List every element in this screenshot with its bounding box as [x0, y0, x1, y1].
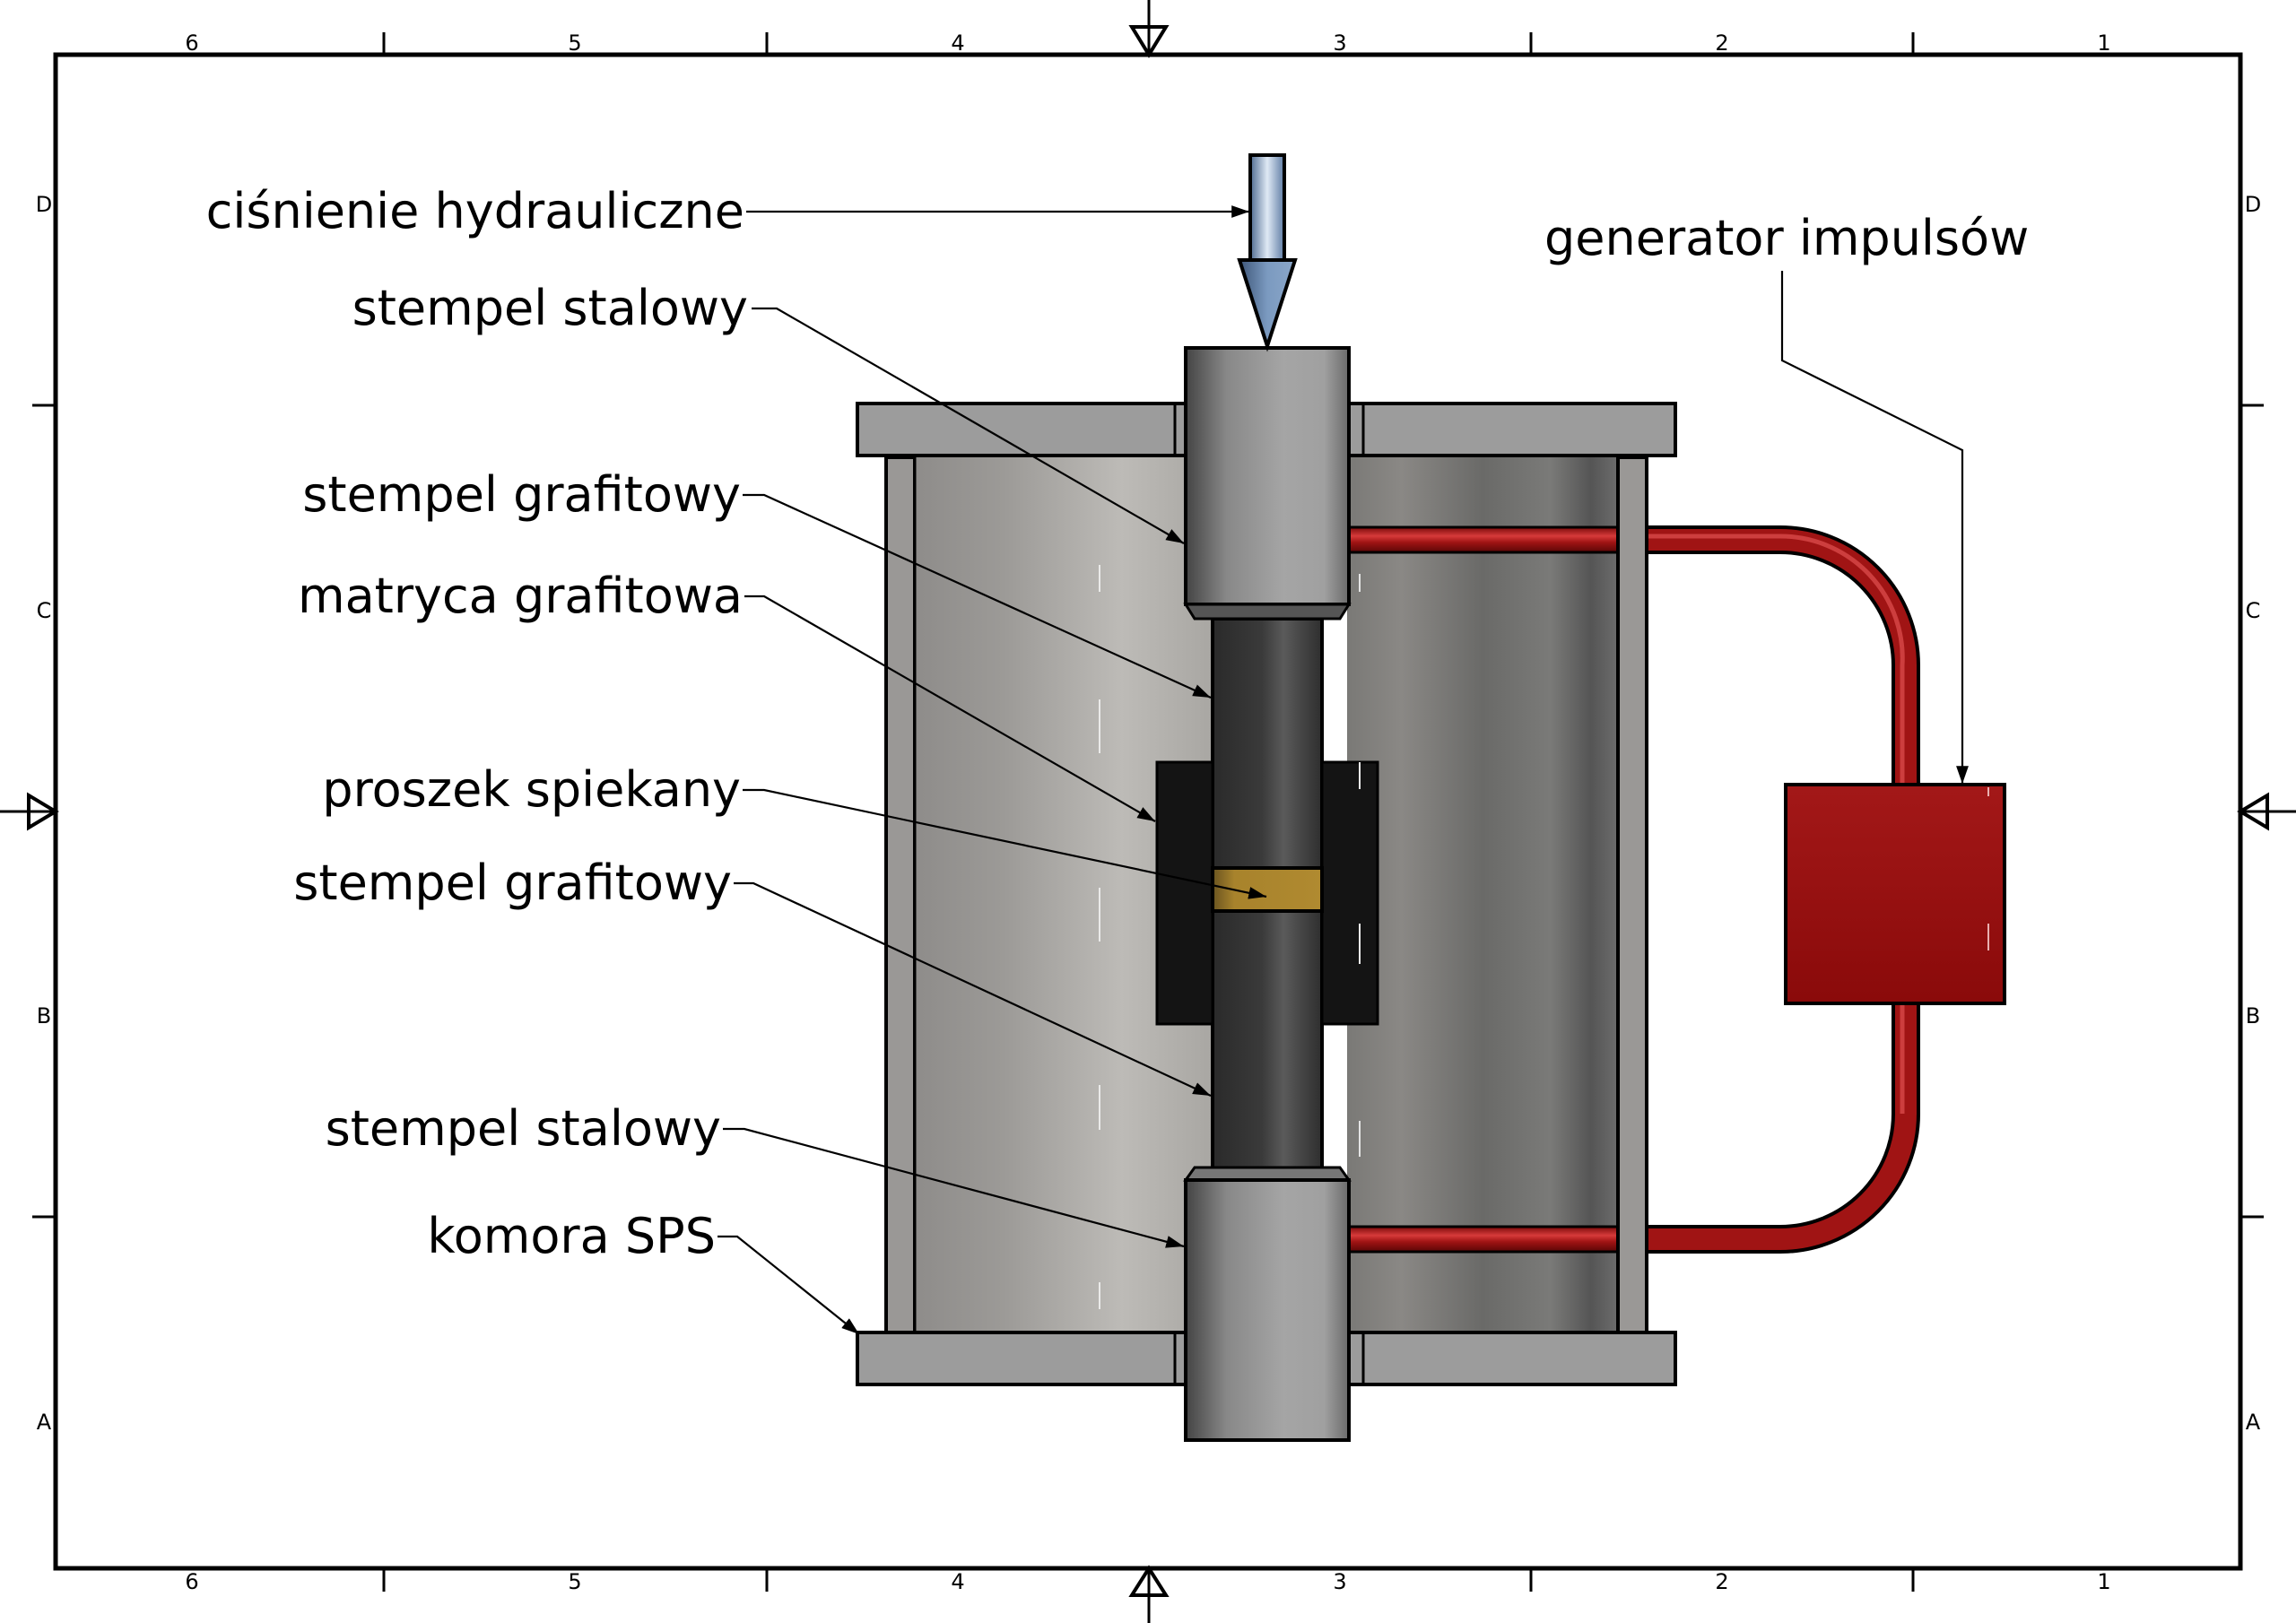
punch-stack [1155, 153, 1379, 1442]
label-sps-chamber: komora SPS [427, 1208, 716, 1264]
row-label: C [37, 598, 52, 623]
label-hydraulic-pressure: ciśnienie hydrauliczne [206, 183, 744, 239]
leader-sintered-powder [743, 788, 1267, 899]
sps-chamber [856, 402, 1677, 1386]
centering-mark-left [0, 792, 59, 831]
row-label: A [37, 1410, 52, 1435]
leader-lines [718, 205, 1969, 1335]
graphite-punch-lower [1211, 906, 1324, 1178]
row-label: B [37, 1003, 51, 1028]
column-labels-bottom: 6 5 4 3 2 1 [185, 1569, 2110, 1594]
row-label: A [2246, 1410, 2261, 1435]
column-label: 5 [568, 1569, 581, 1594]
leader-steel-punch-bottom [723, 1127, 1185, 1248]
column-label: 2 [1715, 1569, 1728, 1594]
frame-bottom-ticks [382, 1568, 1915, 1592]
label-steel-punch-top: stempel stalowy [352, 280, 748, 336]
steel-punch-upper [1183, 346, 1352, 621]
column-label: 1 [2097, 30, 2110, 56]
graphite-die-right [1320, 760, 1379, 1026]
graphite-punch-upper [1211, 617, 1324, 873]
frame-side-ticks [32, 404, 2264, 1219]
chamber-wall-left [884, 456, 917, 1334]
column-label: 3 [1333, 30, 1346, 56]
column-label: 6 [185, 1569, 198, 1594]
chamber-interior-right [1347, 457, 1618, 1332]
label-steel-punch-bottom: stempel stalowy [326, 1100, 721, 1157]
callout-labels: ciśnienie hydrauliczne stempel stalowy s… [206, 183, 2030, 1264]
leader-graphite-punch-top [743, 493, 1212, 699]
row-label: D [2245, 192, 2261, 217]
hydraulic-pressure-arrow-icon [1237, 153, 1298, 352]
row-label: B [2246, 1003, 2260, 1028]
leader-steel-punch-top [752, 307, 1185, 544]
label-graphite-punch-bottom: stempel grafitowy [293, 855, 732, 911]
column-label: 5 [568, 30, 581, 56]
chamber-wall-right [1616, 456, 1648, 1334]
row-label: C [2246, 598, 2261, 623]
column-label: 2 [1715, 30, 1728, 56]
label-graphite-punch-top: stempel grafitowy [302, 466, 741, 523]
leader-graphite-punch-bottom [734, 881, 1212, 1097]
graphite-die-left [1155, 760, 1214, 1026]
pulse-generator-box [1784, 783, 2006, 1005]
column-label: 3 [1333, 1569, 1346, 1594]
row-label: D [36, 192, 52, 217]
column-label: 4 [951, 30, 964, 56]
label-sintered-powder: proszek spiekany [322, 761, 741, 818]
row-labels-left: D C B A [36, 192, 52, 1435]
row-labels-right: D C B A [2245, 192, 2261, 1435]
centering-mark-top [1128, 0, 1170, 58]
frame-top-ticks [382, 32, 1915, 55]
centering-mark-bottom [1128, 1565, 1170, 1623]
leader-pulse-generator [1780, 271, 1969, 784]
column-label: 1 [2097, 1569, 2110, 1594]
label-graphite-die: matryca grafitowa [298, 568, 743, 624]
centering-mark-right [2237, 792, 2296, 831]
steel-punch-lower [1183, 1166, 1352, 1442]
label-pulse-generator: generator impulsów [1544, 210, 2029, 266]
column-labels-top: 6 5 4 3 2 1 [185, 30, 2110, 56]
column-label: 4 [951, 1569, 964, 1594]
column-label: 6 [185, 30, 198, 56]
leader-graphite-die [744, 595, 1156, 822]
leader-sps-chamber [718, 1235, 860, 1335]
